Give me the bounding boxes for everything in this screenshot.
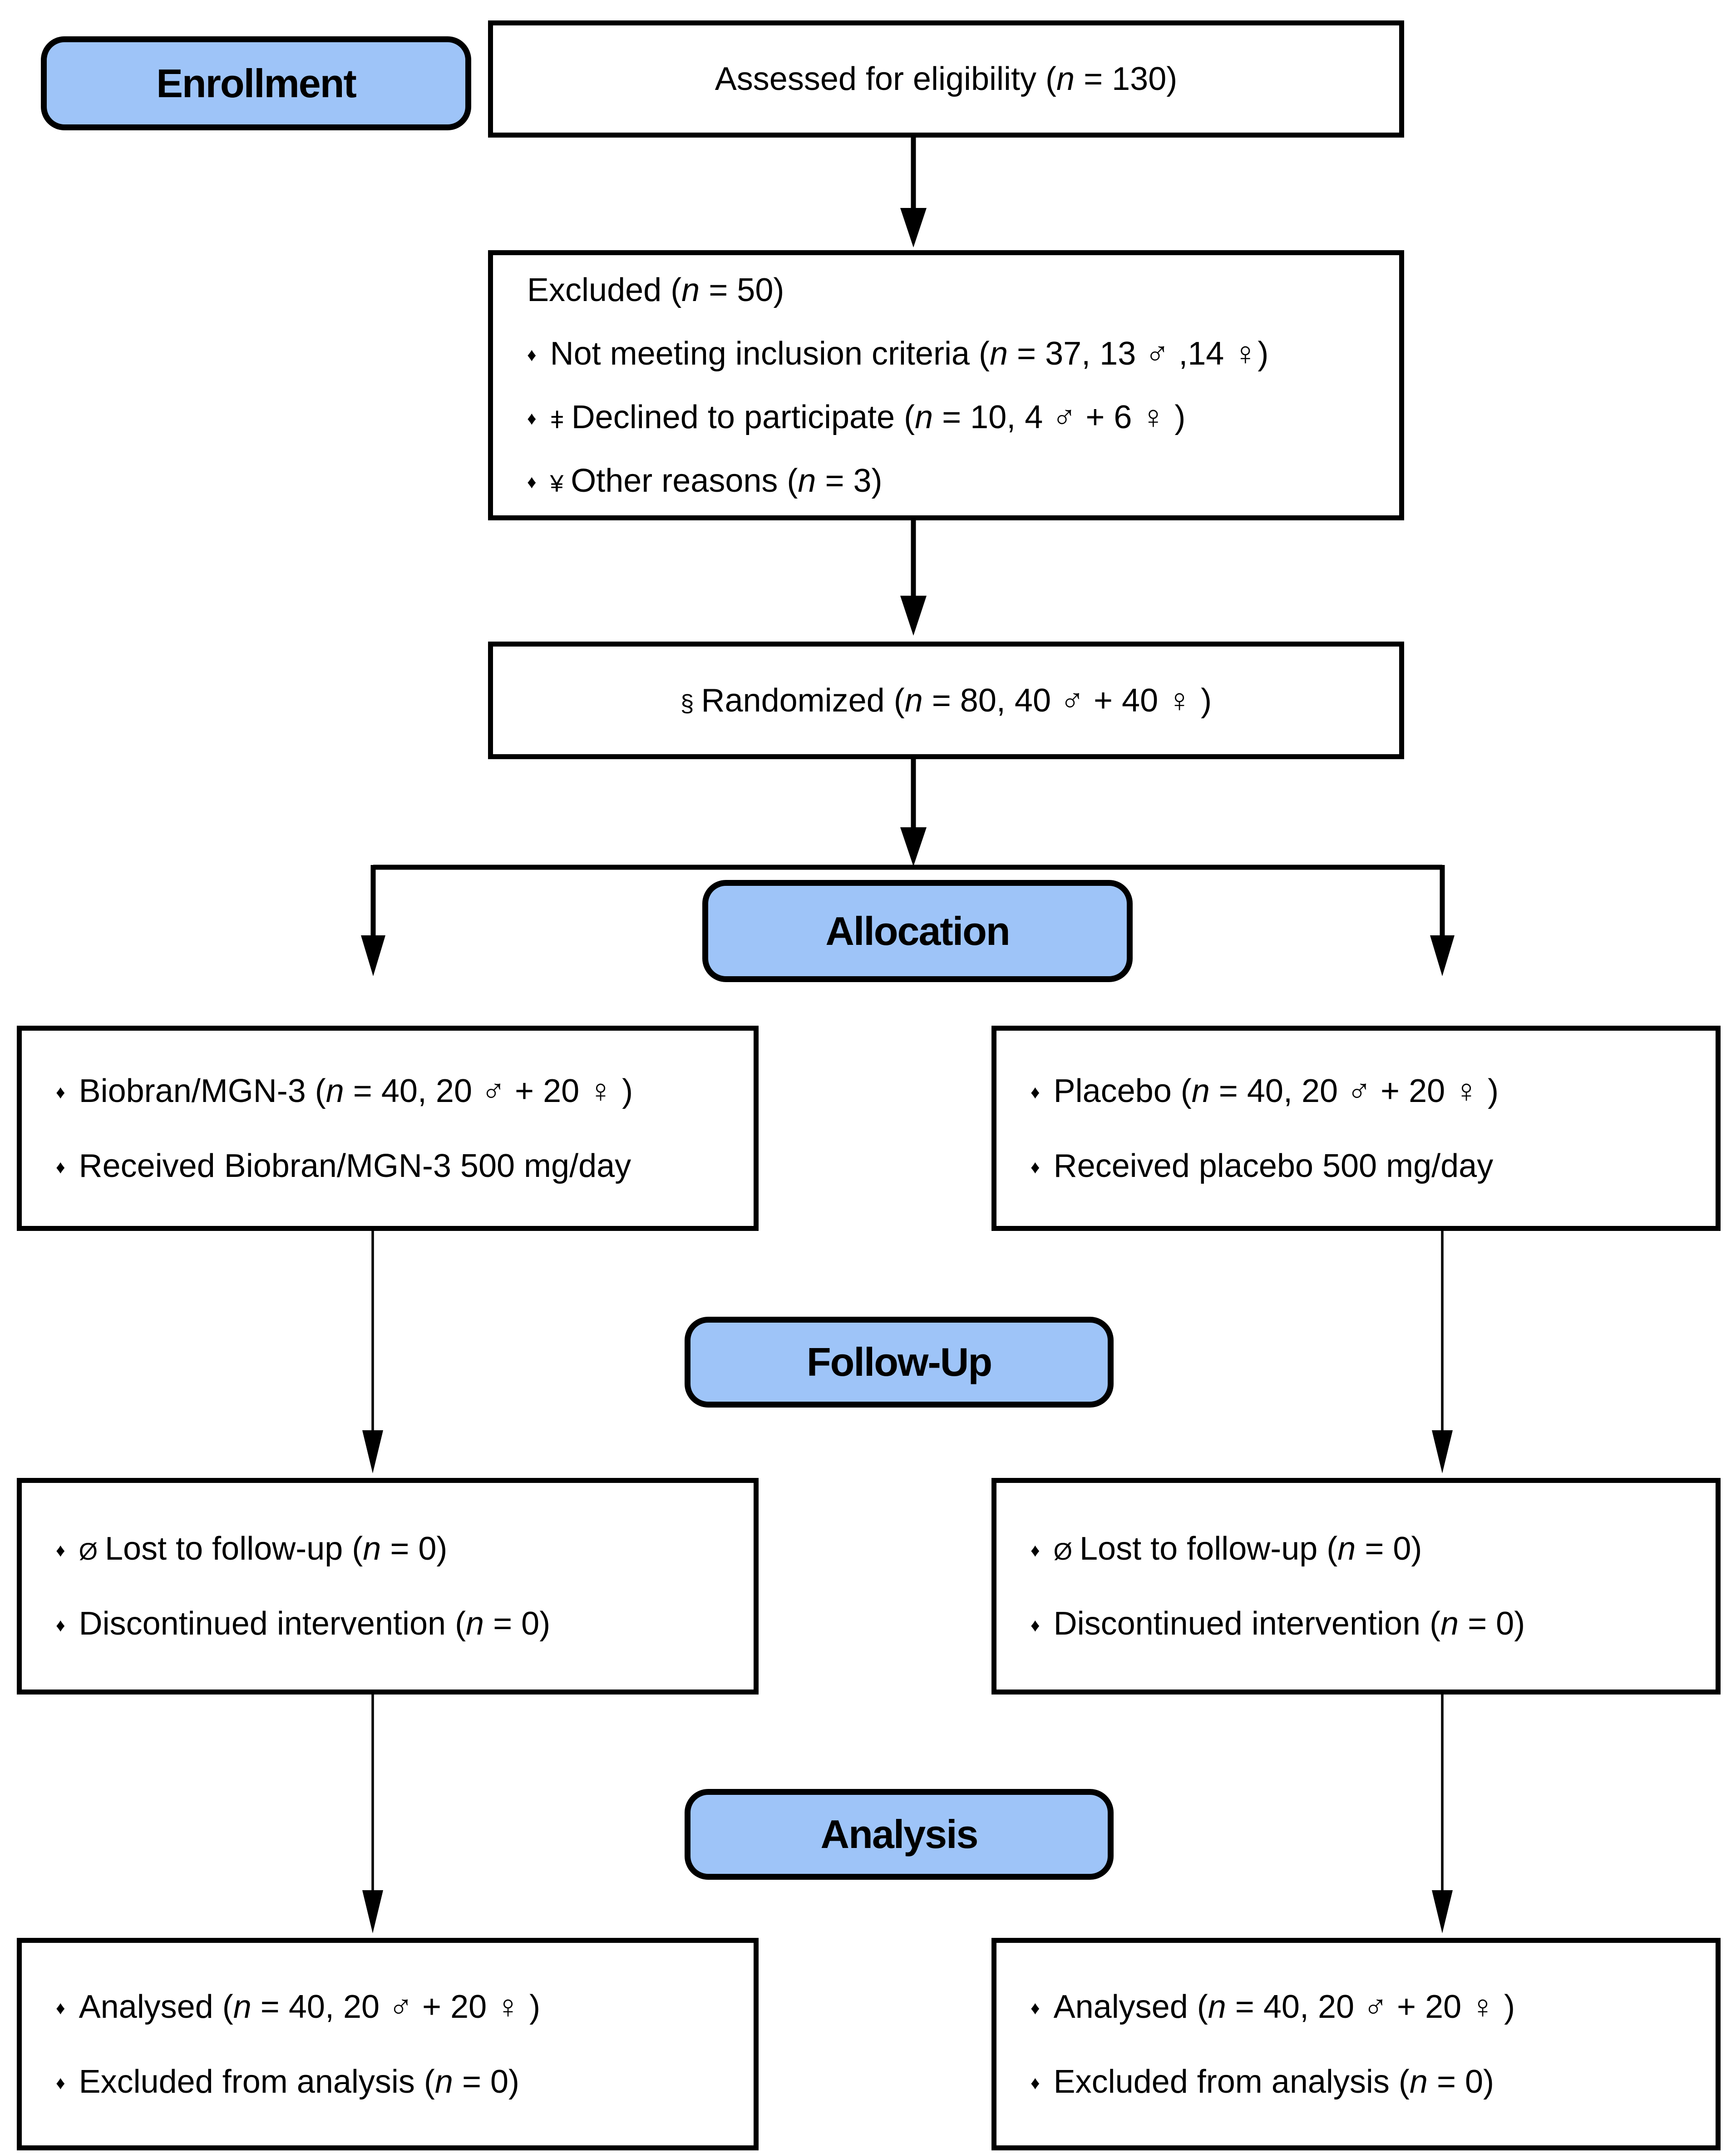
analysis-biobran-excluded-text: ♦Excluded from analysis (n = 0) (56, 2063, 520, 2100)
italic-n: n (1440, 1606, 1459, 1642)
italic-n: n (1337, 1531, 1356, 1567)
bullet-diamond-icon: ♦ (1031, 1156, 1040, 1178)
arrow-head-icon (361, 935, 385, 976)
biobran-allocated-text: ♦Biobran/MGN-3 (n = 40, 20 ♂ + 20 ♀ ) (56, 1072, 633, 1109)
arrow-head-icon (900, 208, 927, 247)
followup-placebo-discontinued-text: ♦Discontinued intervention (n = 0) (1031, 1606, 1525, 1642)
bullet-diamond-icon: ♦ (1031, 1082, 1040, 1103)
bullet-diamond-icon: ♦ (1031, 2072, 1040, 2094)
italic-n: n (798, 462, 816, 499)
italic-n: n (1191, 1072, 1210, 1109)
arrow-head-icon (1432, 1430, 1453, 1473)
bullet-diamond-icon: ♦ (56, 1614, 65, 1635)
bullet-diamond-icon: ♦ (56, 1156, 65, 1178)
analysis-stage-label: Analysis (685, 1789, 1114, 1880)
randomized-box: §Randomized (n = 80, 40 ♂ + 40 ♀ ) (488, 642, 1404, 759)
biobran-group-box: ♦Biobran/MGN-3 (n = 40, 20 ♂ + 20 ♀ ) ♦R… (17, 1026, 759, 1231)
italic-n: n (1409, 2063, 1428, 2100)
bullet-diamond-icon: ♦ (527, 408, 537, 429)
arrow-head-icon (1430, 935, 1455, 976)
followup-biobran-discontinued-text: ♦Discontinued intervention (n = 0) (56, 1606, 551, 1642)
placebo-received-text: ♦Received placebo 500 mg/day (1031, 1147, 1494, 1184)
bullet-diamond-icon: ♦ (56, 1997, 65, 2019)
arrow-branch-to-biobran (361, 865, 385, 976)
arrow-excluded-to-randomized (900, 520, 927, 636)
arrow-randomized-to-branch (900, 759, 927, 866)
enrollment-stage-text: Enrollment (156, 60, 357, 106)
arrow-branch-to-placebo (1430, 865, 1455, 976)
arrow-followup-to-analysis-left (362, 1695, 383, 1933)
italic-n: n (233, 1988, 252, 2025)
bullet-diamond-icon: ♦ (56, 1539, 65, 1561)
bullet-diamond-icon: ♦ (1031, 1614, 1040, 1635)
enrollment-stage-label: Enrollment (41, 36, 471, 130)
placebo-group-box: ♦Placebo (n = 40, 20 ♂ + 20 ♀ ) ♦Receive… (991, 1026, 1721, 1231)
allocation-stage-label: Allocation (702, 880, 1133, 982)
excluded-other-reasons-text: ♦¥Other reasons (n = 3) (527, 462, 883, 499)
italic-n: n (1056, 61, 1075, 97)
biobran-received-text: ♦Received Biobran/MGN-3 500 mg/day (56, 1147, 631, 1184)
arrow-head-icon (1432, 1890, 1453, 1933)
allocation-stage-text: Allocation (825, 908, 1010, 953)
bullet-diamond-icon: ♦ (1031, 1539, 1040, 1561)
arrow-head-icon (362, 1430, 383, 1473)
analysis-stage-text: Analysis (820, 1812, 979, 1857)
italic-n: n (434, 2063, 453, 2100)
followup-stage-text: Follow-Up (806, 1339, 992, 1384)
analysis-biobran-box: ♦Analysed (n = 40, 20 ♂ + 20 ♀ ) ♦Exclud… (17, 1938, 759, 2150)
bullet-diamond-icon: ♦ (527, 471, 537, 493)
analysis-placebo-excluded-text: ♦Excluded from analysis (n = 0) (1031, 2063, 1494, 2100)
italic-n: n (989, 335, 1008, 372)
excluded-total-text: Excluded (n = 50) (527, 272, 784, 308)
arrow-followup-to-analysis-right (1432, 1695, 1453, 1933)
italic-n: n (915, 399, 933, 435)
italic-n: n (681, 272, 700, 308)
excluded-box: Excluded (n = 50) ♦Not meeting inclusion… (488, 250, 1404, 520)
assessed-eligibility-box: Assessed for eligibility (n = 130) (488, 20, 1404, 138)
randomized-text: §Randomized (n = 80, 40 ♂ + 40 ♀ ) (680, 682, 1212, 719)
analysis-placebo-box: ♦Analysed (n = 40, 20 ♂ + 20 ♀ ) ♦Exclud… (991, 1938, 1721, 2150)
italic-n: n (1208, 1988, 1226, 2025)
bullet-diamond-icon: ♦ (56, 2072, 65, 2094)
assessed-eligibility-text: Assessed for eligibility (n = 130) (715, 61, 1178, 97)
bullet-diamond-icon: ♦ (1031, 1997, 1040, 2019)
italic-n: n (904, 682, 923, 719)
arrow-head-icon (900, 596, 927, 636)
analysis-biobran-analysed-text: ♦Analysed (n = 40, 20 ♂ + 20 ♀ ) (56, 1988, 541, 2025)
bullet-diamond-icon: ♦ (56, 1082, 65, 1103)
italic-n: n (326, 1072, 344, 1109)
italic-n: n (466, 1606, 484, 1642)
analysis-placebo-analysed-text: ♦Analysed (n = 40, 20 ♂ + 20 ♀ ) (1031, 1988, 1515, 2025)
arrow-biobran-to-followup (362, 1231, 383, 1473)
excluded-not-meeting-criteria-text: ♦Not meeting inclusion criteria (n = 37,… (527, 335, 1269, 372)
arrow-placebo-to-followup (1432, 1231, 1453, 1473)
followup-stage-label: Follow-Up (685, 1317, 1114, 1408)
arrow-head-icon (900, 827, 927, 866)
arrow-assessed-to-excluded (900, 138, 927, 247)
italic-n: n (363, 1531, 381, 1567)
bullet-diamond-icon: ♦ (527, 344, 537, 366)
placebo-allocated-text: ♦Placebo (n = 40, 20 ♂ + 20 ♀ ) (1031, 1072, 1499, 1109)
arrow-head-icon (362, 1890, 383, 1933)
